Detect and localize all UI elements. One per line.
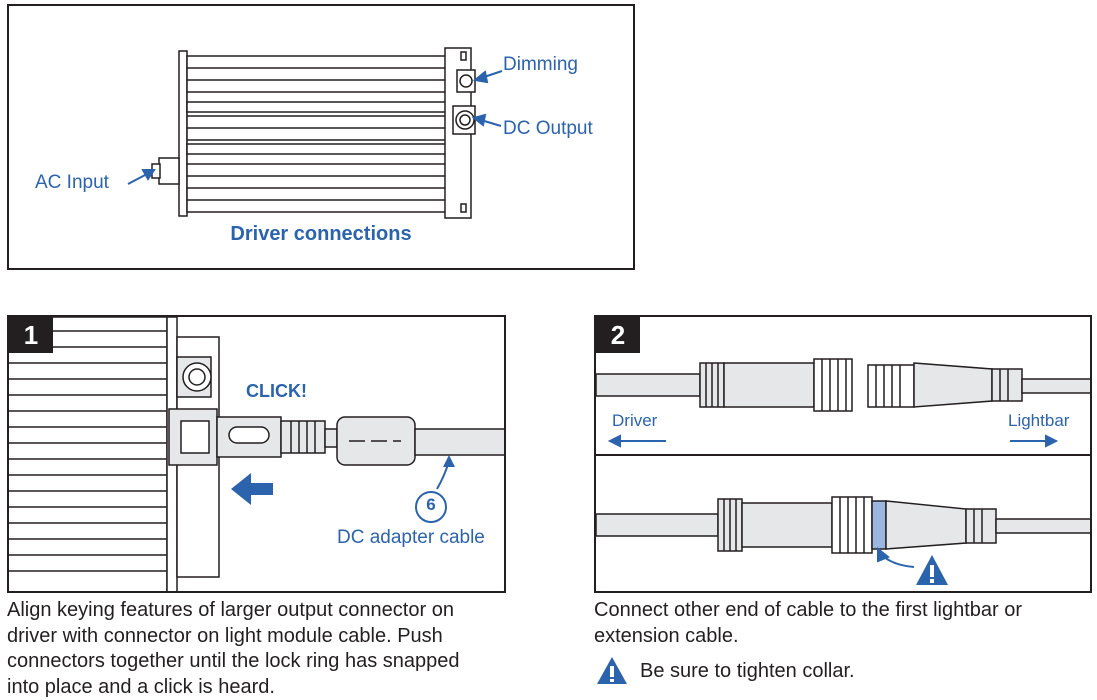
step2-caption-line: extension cable. bbox=[594, 624, 1094, 650]
step1-caption-line: into place and a click is heard. bbox=[7, 675, 527, 700]
step2-caption-line: Connect other end of cable to the first … bbox=[594, 598, 1094, 624]
lightbar-label: Lightbar bbox=[1008, 411, 1069, 431]
step1-panel: 1 CLICK! 6 DC adapter cable bbox=[7, 315, 506, 593]
step2-number: 2 bbox=[596, 317, 640, 353]
dimming-label: Dimming bbox=[503, 54, 578, 76]
driver-label: Driver bbox=[612, 411, 657, 431]
step1-caption: Align keying features of larger output c… bbox=[7, 598, 527, 700]
step1-caption-line: connectors together until the lock ring … bbox=[7, 649, 527, 675]
part-number-label: 6 bbox=[421, 495, 441, 515]
step2-panel: 2 Driver Lightbar bbox=[594, 315, 1092, 593]
driver-connections-title: Driver connections bbox=[9, 223, 633, 246]
click-label: CLICK! bbox=[246, 381, 307, 402]
step1-number: 1 bbox=[9, 317, 53, 353]
ac-input-label: AC Input bbox=[35, 172, 109, 194]
step1-caption-line: Align keying features of larger output c… bbox=[7, 598, 527, 624]
warning-icon-panel bbox=[916, 555, 948, 585]
warning-icon bbox=[596, 656, 628, 686]
step1-illustration bbox=[9, 317, 506, 593]
step2-caption: Connect other end of cable to the first … bbox=[594, 598, 1094, 649]
driver-connections-panel: Dimming DC Output AC Input Driver connec… bbox=[7, 4, 635, 270]
step1-caption-line: driver with connector on light module ca… bbox=[7, 624, 527, 650]
push-arrow-icon bbox=[231, 473, 273, 505]
dc-adapter-cable-label: DC adapter cable bbox=[337, 527, 485, 549]
warning-text: Be sure to tighten collar. bbox=[640, 659, 855, 685]
dc-output-label: DC Output bbox=[503, 118, 593, 140]
step2-illustration bbox=[596, 317, 1092, 593]
